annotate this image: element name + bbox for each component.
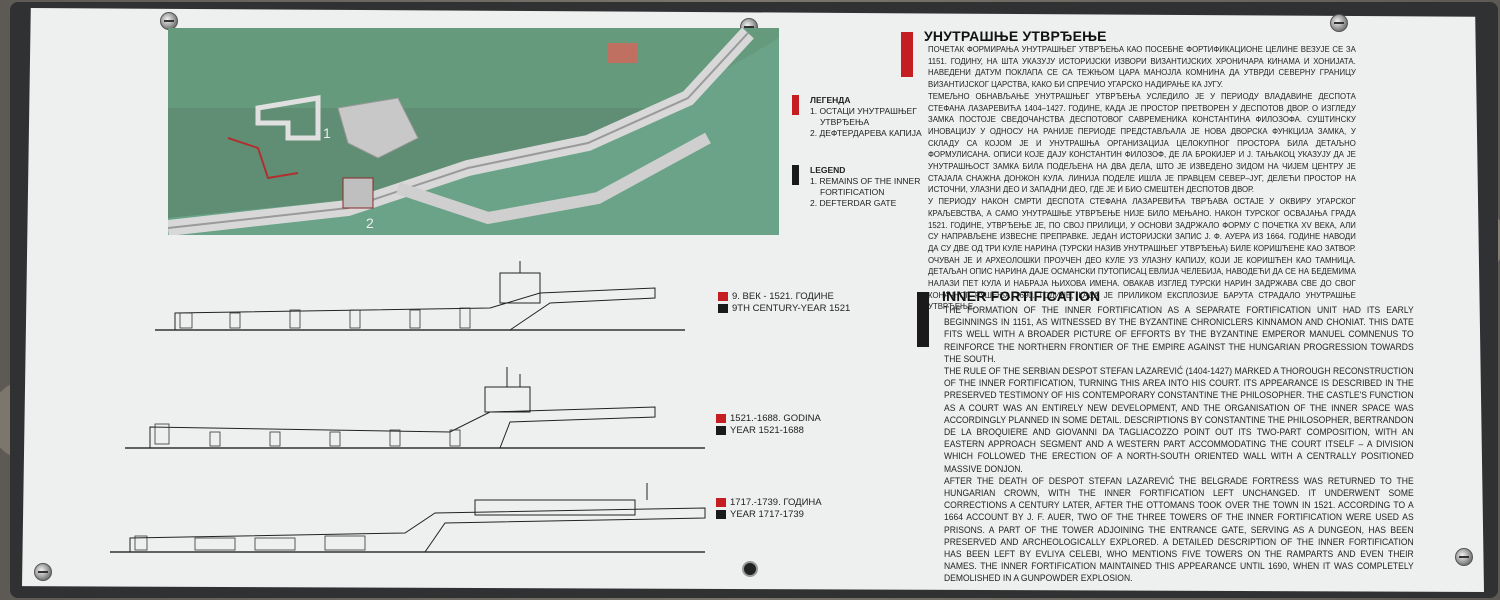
heading-marker-black bbox=[917, 292, 929, 347]
period-caption-2: 1521.-1688. GODINA YEAR 1521-1688 bbox=[716, 413, 821, 437]
legend-marker-black bbox=[792, 165, 799, 185]
legend-title-sr: ЛЕГЕНДА bbox=[810, 95, 851, 105]
elevation-drawing-3 bbox=[105, 478, 710, 558]
swatch-red bbox=[716, 413, 726, 423]
swatch-black bbox=[718, 303, 728, 313]
text-serbian: Почетак формирања унутрашњег утврђења ка… bbox=[928, 44, 1356, 313]
legend-title-en: LEGEND bbox=[810, 165, 846, 175]
paragraph-en: The rule of the Serbian Despot Stefan La… bbox=[944, 366, 1414, 474]
legend-item: 2. ДЕФТЕРДАРЕВА КАПИЈА bbox=[810, 128, 922, 138]
mount-hole bbox=[742, 561, 758, 577]
legend-item: 1. ОСТАЦИ УНУТРАШЊЕГ bbox=[810, 106, 917, 116]
paragraph-en: After the death of Despot Stefan Lazarev… bbox=[944, 475, 1414, 584]
period-en: 9TH CENTURY-YEAR 1521 bbox=[732, 303, 851, 314]
period-en: YEAR 1521-1688 bbox=[730, 425, 804, 436]
swatch-black bbox=[716, 509, 726, 519]
swatch-red bbox=[718, 291, 728, 301]
map-label-1: 1 bbox=[323, 125, 331, 141]
swatch-red bbox=[716, 497, 726, 507]
paragraph-en: The formation of the inner fortification… bbox=[944, 305, 1414, 364]
period-en: YEAR 1717-1739 bbox=[730, 509, 804, 520]
title-english: INNER FORTIFICATION bbox=[942, 288, 1101, 304]
map-drawing: 1 2 bbox=[168, 28, 779, 235]
screw-icon bbox=[34, 563, 52, 581]
paragraph-sr: У периоду након смрти деспота Стефана Ла… bbox=[928, 196, 1356, 312]
screw-icon bbox=[1455, 548, 1473, 566]
period-sr: 9. ВЕК - 1521. ГОДИНЕ bbox=[732, 291, 834, 302]
paragraph-sr: Почетак формирања унутрашњег утврђења ка… bbox=[928, 44, 1356, 90]
title-serbian: УНУТРАШЊЕ УТВРЂЕЊЕ bbox=[924, 28, 1107, 44]
legend-english: LEGEND 1. REMAINS OF THE INNER FORTIFICA… bbox=[792, 165, 920, 209]
legend-item: УТВРЂЕЊА bbox=[820, 117, 870, 127]
legend-item: FORTIFICATION bbox=[820, 187, 885, 197]
elevation-drawing-1 bbox=[150, 258, 690, 338]
screw-icon bbox=[1330, 14, 1348, 32]
period-caption-3: 1717.-1739. ГОДИНА YEAR 1717-1739 bbox=[716, 497, 822, 521]
paragraph-sr: Темељно обнављање унутрашњег утврђења ус… bbox=[928, 90, 1356, 195]
map-label-2: 2 bbox=[366, 215, 374, 231]
text-english: The formation of the inner fortification… bbox=[944, 304, 1414, 585]
period-sr: 1717.-1739. ГОДИНА bbox=[730, 497, 822, 508]
heading-marker-red bbox=[901, 32, 913, 77]
period-caption-1: 9. ВЕК - 1521. ГОДИНЕ 9TH CENTURY-YEAR 1… bbox=[718, 291, 850, 315]
swatch-black bbox=[716, 425, 726, 435]
elevation-drawing-2 bbox=[120, 362, 710, 454]
period-sr: 1521.-1688. GODINA bbox=[730, 413, 821, 424]
legend-marker-red bbox=[792, 95, 799, 115]
legend-item: 1. REMAINS OF THE INNER bbox=[810, 176, 921, 186]
legend-item: 2. DEFTERDAR GATE bbox=[810, 198, 897, 208]
legend-serbian: ЛЕГЕНДА 1. ОСТАЦИ УНУТРАШЊЕГ УТВРЂЕЊА 2.… bbox=[792, 95, 922, 139]
fortress-map: 1 2 bbox=[168, 28, 779, 235]
